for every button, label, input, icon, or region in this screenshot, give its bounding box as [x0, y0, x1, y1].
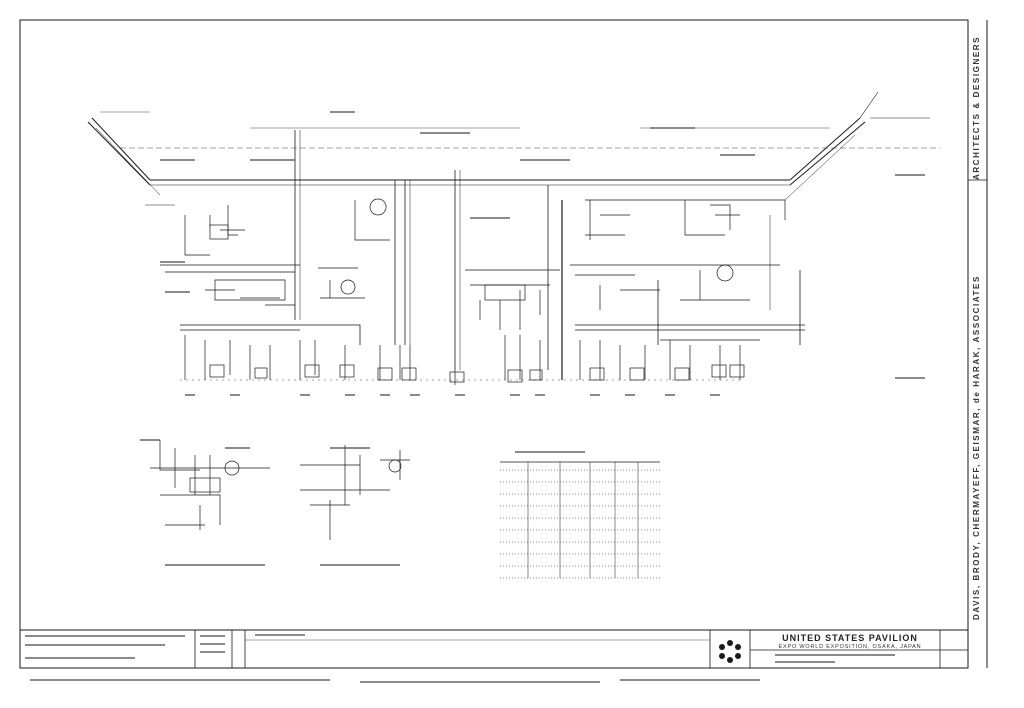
sheet-border: [19, 19, 969, 669]
side-label-firm: DAVIS, BRODY, CHERMAYEFF, GEISMAR, de HA…: [972, 275, 981, 620]
flower-logo-icon: [719, 640, 741, 663]
project-title: UNITED STATES PAVILION: [782, 633, 918, 643]
side-label-architects: ARCHITECTS & DESIGNERS: [972, 35, 981, 180]
project-subtitle: EXPO WORLD EXPOSITION, OSAKA, JAPAN: [778, 644, 922, 650]
